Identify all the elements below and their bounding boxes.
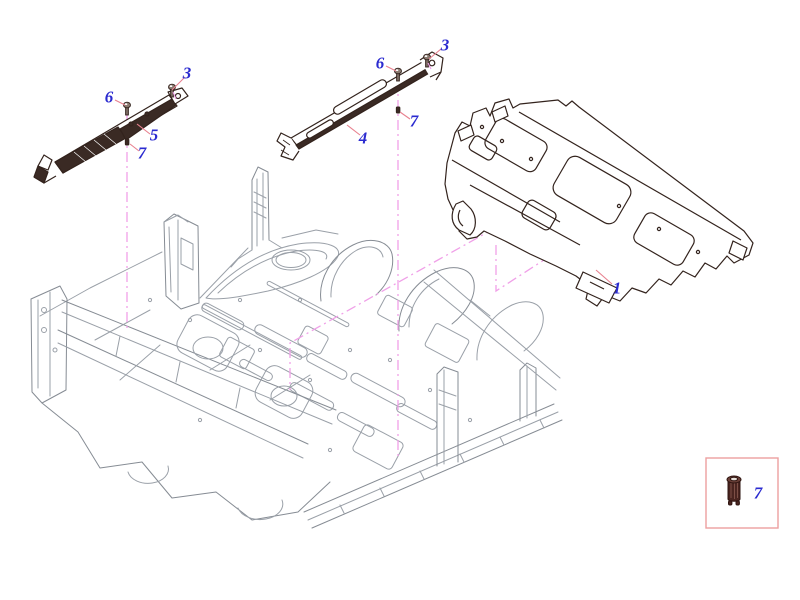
callout-7-center[interactable]: 7 [409, 111, 419, 131]
callout-7-inset[interactable]: 7 [753, 483, 763, 503]
weld-dots [147, 297, 473, 453]
bolt-3-center-icon [423, 53, 431, 68]
inset-box [705, 457, 779, 529]
part-5-crossmember [33, 87, 189, 184]
callout-6-left[interactable]: 6 [104, 87, 114, 107]
rear-deck [205, 242, 340, 300]
callout-7-left[interactable]: 7 [137, 143, 147, 163]
callout-3-center[interactable]: 3 [440, 35, 450, 55]
callout-4[interactable]: 4 [358, 128, 368, 148]
callout-5[interactable]: 5 [149, 125, 159, 145]
callout-6-center[interactable]: 6 [375, 53, 385, 73]
front-frame-rails [30, 285, 337, 521]
callout-1[interactable]: 1 [612, 278, 622, 298]
floor-humps [320, 239, 544, 361]
construction-lines [126, 80, 548, 460]
b-pillar-stub [230, 166, 283, 268]
right-pillar-posts [436, 362, 537, 467]
dropline-part1-box [495, 238, 548, 293]
bolt-6-left-icon [123, 101, 131, 116]
clip-7-left-icon [124, 138, 130, 146]
part-1-floor-panel [444, 98, 754, 307]
floor-pan-body [30, 166, 563, 529]
left-pillar-panel [163, 213, 200, 310]
dropline-part1-long [289, 227, 496, 390]
clip-7-detail-icon [726, 475, 742, 506]
floor-slots [201, 280, 470, 470]
bolt-6-center-icon [394, 67, 402, 82]
right-sill-rail [303, 403, 563, 529]
fasteners [123, 53, 431, 146]
callout-3-left[interactable]: 3 [182, 63, 192, 83]
clip-7-center-icon [395, 106, 401, 114]
